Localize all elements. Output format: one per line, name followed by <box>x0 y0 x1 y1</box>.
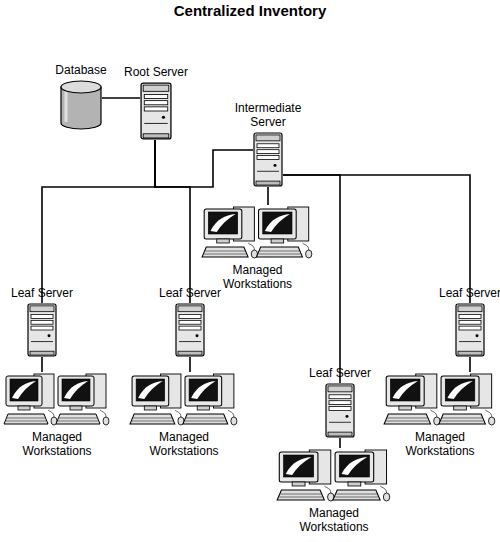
workstation-icons <box>2 372 112 427</box>
workstation-group: Managed Workstations <box>275 448 393 503</box>
network-link <box>42 140 155 303</box>
network-link <box>102 97 140 99</box>
node-label: Leaf Server <box>425 286 500 300</box>
network-link <box>155 140 190 303</box>
node-label: Managed Workstations <box>139 430 229 458</box>
server-node: Leaf Server <box>27 303 57 357</box>
server-tower <box>455 303 485 357</box>
workstation-icons <box>200 205 315 260</box>
network-link <box>41 357 43 372</box>
server-node: Leaf Server <box>455 303 485 357</box>
node-label: Database <box>36 63 126 77</box>
workstation-icons <box>382 372 498 427</box>
workstation-group: Managed Workstations <box>382 372 498 427</box>
network-link <box>339 438 341 448</box>
server-tower <box>253 132 283 187</box>
workstation-icons <box>128 372 240 427</box>
database-cylinder <box>60 80 102 130</box>
node-label: Intermediate Server <box>228 101 308 129</box>
node-label: Managed Workstations <box>395 430 485 458</box>
network-link <box>189 357 191 372</box>
workstation-group: Managed Workstations <box>128 372 240 427</box>
workstation-group: Managed Workstations <box>200 205 315 260</box>
server-tower <box>175 303 205 357</box>
database-node: Database <box>60 80 102 130</box>
node-label: Managed Workstations <box>12 430 102 458</box>
server-node: Leaf Server <box>175 303 205 357</box>
workstation-group: Managed Workstations <box>2 372 112 427</box>
node-label: Leaf Server <box>145 286 235 300</box>
node-label: Managed Workstations <box>289 506 379 534</box>
network-link <box>469 357 471 372</box>
node-label: Root Server <box>106 65 206 79</box>
network-link <box>267 187 269 205</box>
node-label: Leaf Server <box>0 286 87 300</box>
workstation-icons <box>275 448 393 503</box>
server-node: Leaf Server <box>325 383 355 438</box>
server-tower <box>325 383 355 438</box>
network-link <box>155 140 253 187</box>
node-label: Managed Workstations <box>213 263 303 291</box>
server-tower <box>27 303 57 357</box>
node-label: Leaf Server <box>295 366 385 380</box>
server-tower <box>140 82 172 140</box>
server-node: Intermediate Server <box>253 132 283 187</box>
server-node: Root Server <box>140 82 172 140</box>
diagram-title: Centralized Inventory <box>0 2 500 19</box>
network-link <box>283 175 470 303</box>
